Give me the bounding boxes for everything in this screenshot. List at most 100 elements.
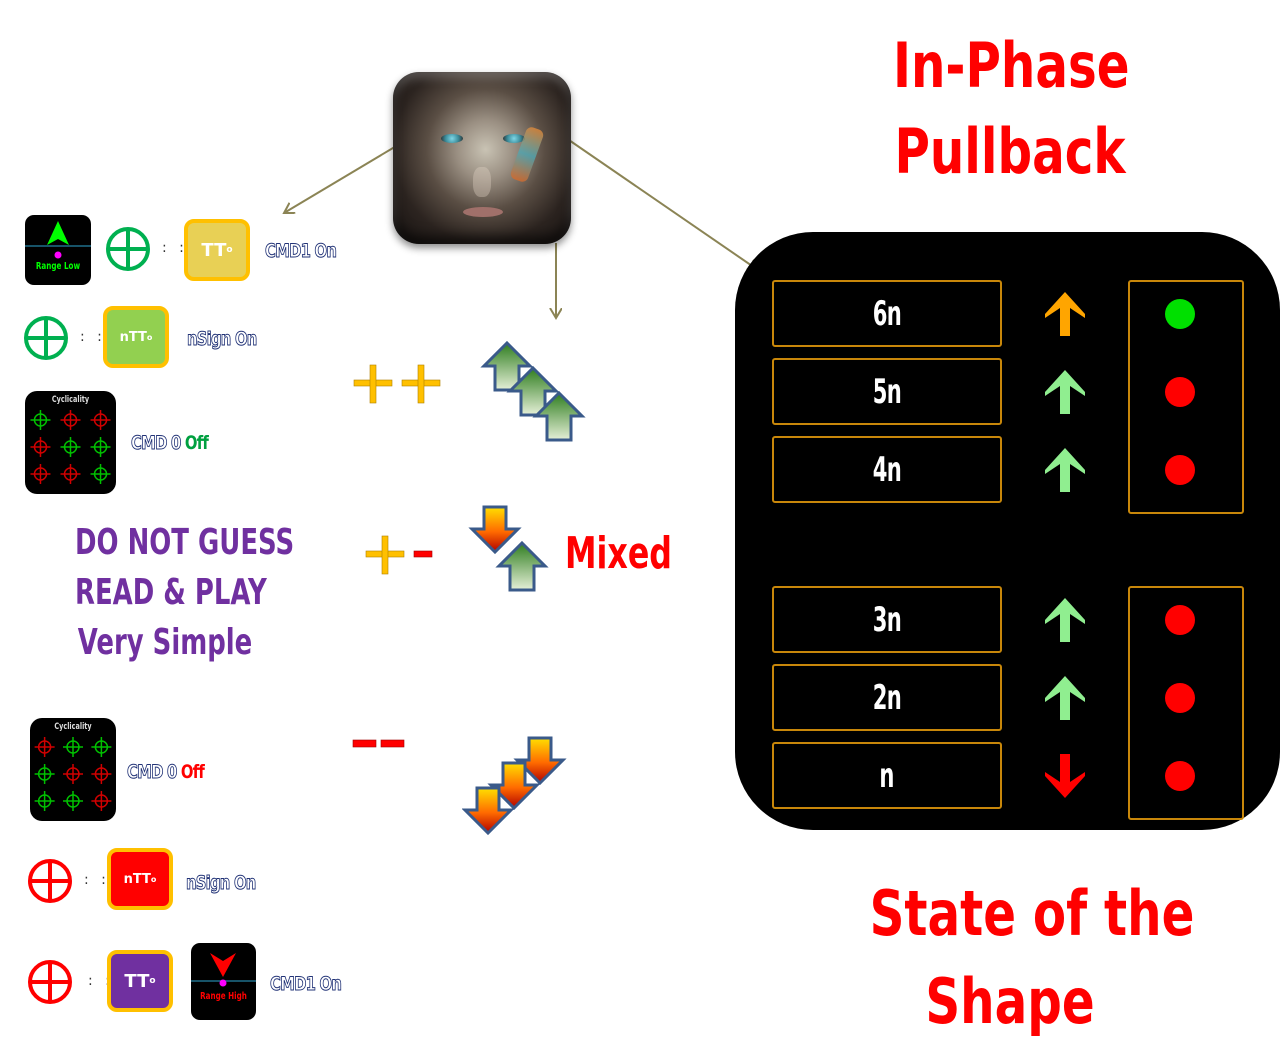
range-high-indicator: Range High: [191, 943, 256, 1020]
separator: : :: [80, 329, 106, 345]
range-high-icon: [191, 953, 256, 987]
level-row-n: n: [772, 742, 1002, 809]
three-up-arrows-icon: [480, 340, 586, 442]
crosshair-red-icon: [90, 410, 111, 430]
range-low-indicator: Range Low: [25, 215, 91, 285]
level-label: 6n: [872, 293, 902, 334]
crosshair-red-icon: [60, 410, 81, 430]
range-high-label: Range High: [200, 991, 247, 1002]
cyclicality-grid: [30, 410, 111, 484]
tile-text: nTT: [123, 871, 151, 887]
crosshair-red-icon: [91, 764, 112, 784]
arrow-up-icon: [1045, 598, 1085, 642]
level-row-3n: 3n: [772, 586, 1002, 653]
status-dot: [1165, 455, 1195, 485]
motto-line-3: Very Simple: [77, 622, 253, 663]
portrait-avatar: [393, 72, 571, 244]
separator: : :: [88, 973, 114, 989]
cmd-prefix: CMD 0: [127, 761, 178, 784]
crosshair-red-icon: [30, 464, 51, 484]
crosshair-green-icon: [60, 437, 81, 457]
avatar-mouth: [463, 207, 503, 217]
level-row-5n: 5n: [772, 358, 1002, 425]
bear-cross-icon: [28, 960, 72, 1004]
range-low-label: Range Low: [35, 261, 81, 272]
mixed-label: Mixed: [565, 528, 672, 579]
legend-desc-cmd1-on: CMD1 On: [265, 240, 338, 263]
cmd-state-off: Off: [180, 761, 205, 783]
footer-title-line-2: Shape: [925, 965, 1095, 1038]
separator: : :: [162, 240, 188, 256]
crosshair-green-icon: [90, 437, 111, 457]
level-label: 5n: [872, 371, 902, 412]
state-panel: 6n 5n 4n 3n 2n n: [735, 232, 1280, 830]
crosshair-green-icon: [30, 410, 51, 430]
motto-line-2: READ & PLAY: [75, 572, 267, 613]
status-dot: [1165, 377, 1195, 407]
triangle-up-icon: [47, 221, 69, 245]
cyclicality-panel-top: Cyclicality: [25, 391, 116, 494]
arrow-up-icon: [1045, 370, 1085, 414]
cyclicality-desc-top: CMD 0 Off: [131, 432, 209, 455]
avatar-eye-left: [441, 134, 463, 143]
dot-group-lower: [1128, 586, 1244, 820]
crosshair-green-icon: [34, 791, 55, 811]
status-dot: [1165, 683, 1195, 713]
crosshair-green-icon: [63, 791, 83, 811]
avatar-eye-right: [503, 134, 525, 143]
tile-text: TT: [201, 239, 227, 261]
triangle-down-icon: [210, 953, 236, 977]
connector-to-state-panel: [565, 137, 758, 270]
status-dot: [1165, 299, 1195, 329]
title-line-2: Pullback: [894, 115, 1126, 188]
status-dot: [1165, 605, 1195, 635]
cyclicality-grid: [34, 737, 112, 811]
bear-cross-icon: [28, 859, 72, 903]
arrow-up-icon: [1045, 676, 1085, 720]
cyclicality-desc-bottom: CMD 0 Off: [127, 761, 205, 784]
level-row-6n: 6n: [772, 280, 1002, 347]
legend-desc-nsign-on: nSign On: [186, 872, 257, 895]
level-label: 4n: [872, 449, 902, 490]
title-line-1: In-Phase: [893, 29, 1130, 102]
avatar-nose: [473, 167, 491, 197]
tile-text: nTT: [119, 329, 147, 345]
cyclicality-label: Cyclicality: [51, 395, 90, 405]
level-label: n: [879, 755, 895, 796]
tile-text: TT: [124, 970, 150, 992]
footer-title-block: State of the Shape: [830, 876, 1195, 1040]
status-dot: [1165, 761, 1195, 791]
separator: : :: [84, 872, 110, 888]
tile-sub: o: [149, 976, 156, 986]
bull-cross-icon: [106, 227, 150, 271]
minus-minus-symbol: [352, 739, 405, 748]
dot-group-upper: [1128, 280, 1244, 514]
legend-desc-nsign-on: nSign On: [187, 328, 258, 351]
bull-cross-icon: [24, 316, 68, 360]
crosshair-red-icon: [30, 437, 51, 457]
magenta-dot-icon: [219, 979, 227, 987]
crosshair-green-icon: [34, 764, 55, 784]
magenta-dot-icon: [54, 251, 62, 259]
cyclicality-panel-bottom: Cyclicality: [30, 718, 116, 821]
level-label: 2n: [872, 677, 902, 718]
motto-line-1: DO NOT GUESS: [75, 522, 295, 563]
level-row-2n: 2n: [772, 664, 1002, 731]
plus-minus-symbol: [365, 535, 433, 575]
three-down-arrows-icon: [462, 736, 567, 836]
legend-desc-cmd1-on: CMD1 On: [270, 973, 343, 996]
motto-block: DO NOT GUESS READ & PLAY Very Simple: [40, 518, 295, 668]
crosshair-red-icon: [91, 791, 112, 811]
arrow-up-icon: [1045, 448, 1085, 492]
crosshair-red-icon: [63, 764, 83, 784]
title-block: In-Phase Pullback: [860, 30, 1160, 188]
level-row-4n: 4n: [772, 436, 1002, 503]
level-label: 3n: [872, 599, 902, 640]
connector-to-legend: [284, 144, 399, 213]
tile-sub: o: [150, 874, 157, 884]
arrow-up-icon: [1045, 292, 1085, 336]
